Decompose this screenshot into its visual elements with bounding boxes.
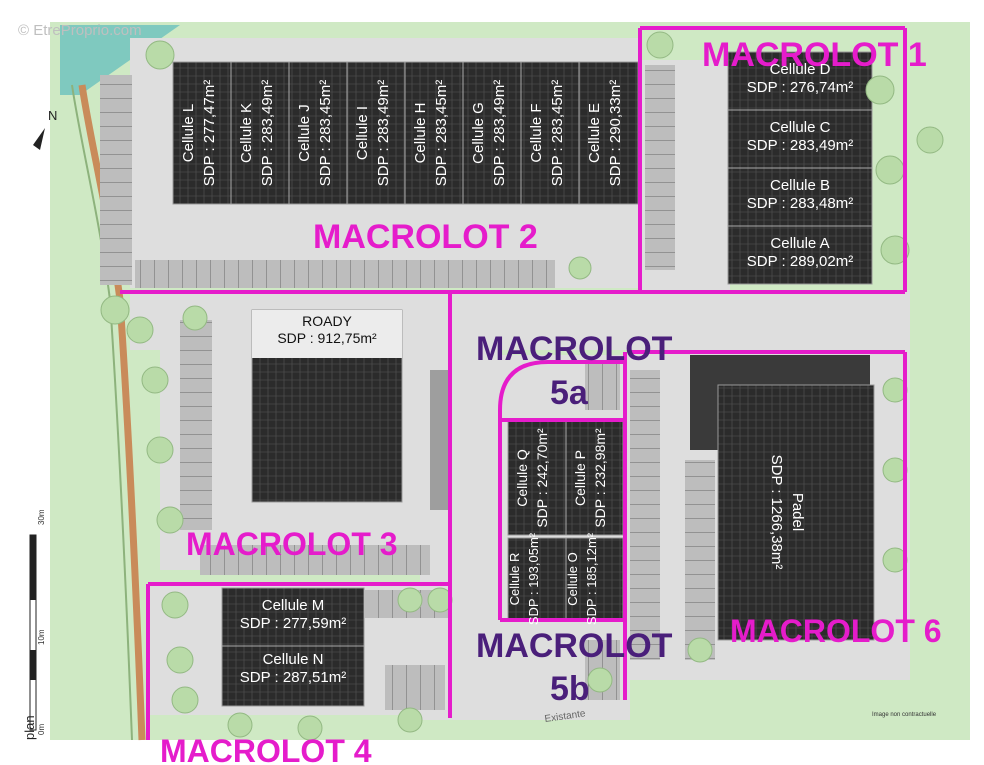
cellule-o-label: Cellule O SDP : 185,12m² bbox=[565, 532, 599, 625]
scale-side-label: plan bbox=[22, 715, 37, 740]
cellule-k-sdp: SDP : 283,49m² bbox=[259, 80, 276, 186]
cellule-p-sdp: SDP : 232,98m² bbox=[592, 428, 608, 528]
macrolot-boundaries bbox=[120, 26, 907, 740]
cellule-m-name: Cellule M bbox=[262, 597, 325, 614]
cellule-k-name: Cellule K bbox=[238, 103, 255, 163]
cellule-p-name: Cellule P bbox=[572, 450, 588, 506]
cellule-b-name: Cellule B bbox=[770, 177, 830, 194]
scale-label-0: 0m bbox=[37, 724, 46, 735]
cellule-c-sdp: SDP : 283,49m² bbox=[747, 137, 853, 154]
padel-sdp: SDP : 1266,38m² bbox=[768, 455, 785, 570]
cellule-h-sdp: SDP : 283,45m² bbox=[433, 80, 450, 186]
cellule-f-sdp: SDP : 283,45m² bbox=[549, 80, 566, 186]
cellule-q-sdp: SDP : 242,70m² bbox=[534, 428, 550, 528]
parking bbox=[100, 65, 715, 710]
north-label: N bbox=[48, 108, 57, 123]
cellule-h-name: Cellule H bbox=[412, 103, 429, 164]
cellule-c-name: Cellule C bbox=[770, 119, 831, 136]
cellule-n-name: Cellule N bbox=[263, 651, 324, 668]
cellule-m-sdp: SDP : 277,59m² bbox=[240, 615, 346, 632]
macrolot-5b-label: MACROLOT bbox=[476, 627, 673, 665]
cellule-g-sdp: SDP : 283,49m² bbox=[491, 80, 508, 186]
macrolot-5a-label: MACROLOT bbox=[476, 330, 673, 368]
cellule-l-name: Cellule L bbox=[180, 104, 197, 162]
macrolot-3-label: MACROLOT 3 bbox=[186, 526, 398, 562]
cellule-i-sdp: SDP : 283,49m² bbox=[375, 80, 392, 186]
cellule-d-sdp: SDP : 276,74m² bbox=[747, 79, 853, 96]
cellule-a-sdp: SDP : 289,02m² bbox=[747, 253, 853, 270]
cellule-q-name: Cellule Q bbox=[514, 449, 530, 507]
watermark: © EtreProprio.com bbox=[18, 22, 142, 39]
cellule-o-sdp: SDP : 185,12m² bbox=[584, 532, 599, 625]
macrolot-4-label: MACROLOT 4 bbox=[160, 733, 372, 765]
cellule-i-name: Cellule I bbox=[354, 106, 371, 160]
macrolot-2-label: MACROLOT 2 bbox=[313, 218, 538, 256]
left-path-edge bbox=[71, 84, 133, 741]
macrolot-6-label: MACROLOT 6 bbox=[730, 613, 942, 649]
cellule-r-label: Cellule R SDP : 193,05m² bbox=[507, 532, 541, 625]
cellule-r-name: Cellule R bbox=[507, 553, 522, 606]
cellule-b-sdp: SDP : 283,48m² bbox=[747, 195, 853, 212]
cellule-e-name: Cellule E bbox=[586, 103, 603, 163]
cellule-d-name: Cellule D bbox=[770, 61, 831, 78]
cellule-o-name: Cellule O bbox=[565, 552, 580, 605]
cellule-f-name: Cellule F bbox=[528, 103, 545, 162]
cellule-n-sdp: SDP : 287,51m² bbox=[240, 669, 346, 686]
cellule-j-sdp: SDP : 283,45m² bbox=[317, 80, 334, 186]
scale-label-10: 10m bbox=[37, 629, 46, 645]
scale-label-30: 30m bbox=[37, 509, 46, 525]
cellule-g-name: Cellule G bbox=[470, 102, 487, 164]
macrolot-1-label: MACROLOT 1 bbox=[702, 36, 927, 74]
padel-name: Padel bbox=[789, 493, 806, 531]
cellule-j-name: Cellule J bbox=[296, 104, 313, 162]
macrolot-5a-sub: 5a bbox=[550, 374, 589, 412]
cellule-l-sdp: SDP : 277,47m² bbox=[201, 80, 218, 186]
macrolot-labels: MACROLOT 1 MACROLOT 2 MACROLOT 3 MACROLO… bbox=[160, 36, 942, 765]
left-path bbox=[78, 84, 146, 741]
scale-bar: 30m 10m 0m plan bbox=[22, 509, 46, 740]
roady-name: ROADY bbox=[302, 313, 352, 329]
cellule-r-sdp: SDP : 193,05m² bbox=[526, 532, 541, 625]
macrolot-5b-sub: 5b bbox=[550, 670, 590, 708]
north-arrow-icon: N bbox=[33, 108, 57, 150]
trees bbox=[100, 31, 944, 741]
cellule-a-name: Cellule A bbox=[770, 235, 829, 252]
roady-sdp: SDP : 912,75m² bbox=[277, 330, 377, 346]
cellule-e-sdp: SDP : 290,33m² bbox=[607, 80, 624, 186]
footer-disclaimer: Image non contractuelle bbox=[872, 712, 937, 718]
buildings bbox=[172, 51, 875, 707]
